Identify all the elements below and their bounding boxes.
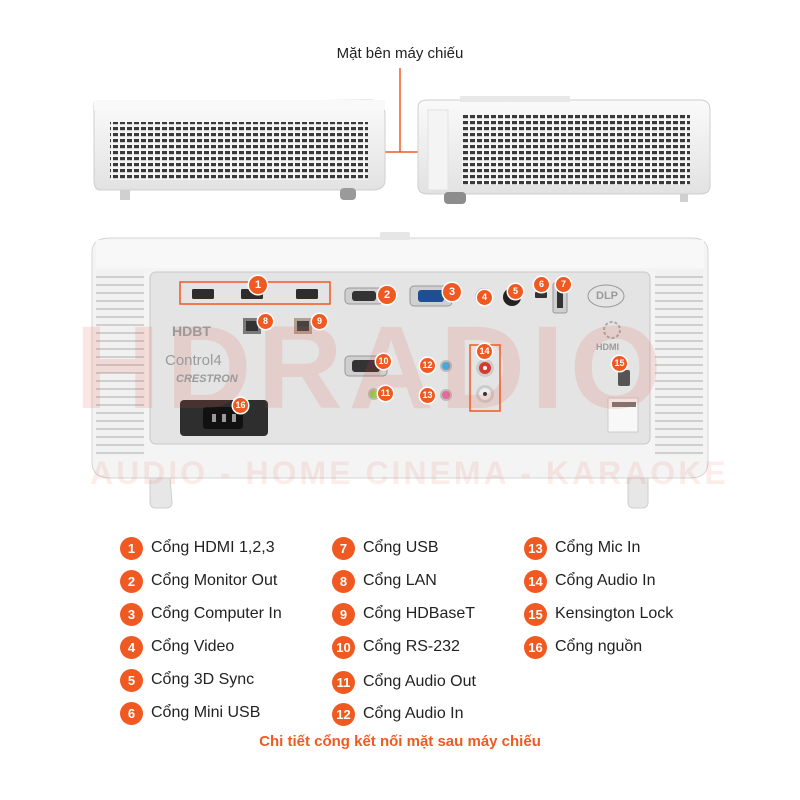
side-view-title: Mặt bên máy chiếu — [336, 45, 464, 62]
crestron-logo: CRESTRON — [176, 373, 238, 385]
legend-label: Cổng RS-232 — [363, 638, 460, 655]
side-view-left — [93, 99, 386, 200]
legend-label: Cổng Mini USB — [151, 704, 261, 721]
hdbt-logo: HDBT — [172, 323, 211, 339]
port-marker-15: 15 — [612, 356, 627, 371]
port-marker-7: 7 — [556, 277, 571, 292]
legend-label: Cổng HDBaseT — [363, 605, 476, 622]
figure-caption: Chi tiết cổng kết nối mặt sau máy chiếu — [259, 733, 541, 750]
port-marker-1: 1 — [249, 276, 267, 294]
port-marker-16: 16 — [233, 398, 248, 413]
watermark-logo: HDRADIO — [75, 302, 668, 434]
legend-label: Cổng Audio Out — [363, 673, 476, 690]
rear-view — [91, 232, 709, 509]
port-marker-3: 3 — [443, 283, 461, 301]
legend-label: Cổng Audio In — [555, 572, 656, 589]
legend-label: Cổng Monitor Out — [151, 572, 278, 589]
watermark-tagline: AUDIO - HOME CINEMA - KARAOKE — [90, 455, 729, 491]
port-marker-13: 13 — [420, 388, 435, 403]
legend-label: Cổng Audio In — [363, 705, 464, 722]
legend-label: Cổng Computer In — [151, 605, 282, 622]
legend-label: Cổng 3D Sync — [151, 671, 255, 688]
port-marker-11: 11 — [378, 386, 393, 401]
legend-label: Cổng nguồn — [555, 638, 643, 655]
legend-label: Cổng LAN — [363, 572, 437, 589]
port-marker-10: 10 — [376, 354, 391, 369]
legend-label: Cổng Video — [151, 638, 235, 655]
port-marker-14: 14 — [477, 344, 492, 359]
port-marker-2: 2 — [378, 286, 396, 304]
dlp-logo: DLP — [596, 290, 618, 302]
legend-label: Cổng HDMI 1,2,3 — [151, 539, 275, 556]
port-marker-6: 6 — [534, 277, 549, 292]
hdmi-logo: HDMI — [596, 342, 619, 352]
side-view-right — [417, 96, 711, 204]
port-marker-8: 8 — [258, 314, 273, 329]
port-marker-9: 9 — [312, 314, 327, 329]
legend-label: Cổng USB — [363, 539, 439, 556]
legend-label: Cổng Mic In — [555, 539, 641, 556]
control4-logo: Control4 — [165, 352, 222, 369]
port-marker-12: 12 — [420, 358, 435, 373]
port-marker-5: 5 — [508, 284, 523, 299]
legend-label: Kensington Lock — [555, 605, 674, 622]
port-marker-4: 4 — [477, 290, 492, 305]
